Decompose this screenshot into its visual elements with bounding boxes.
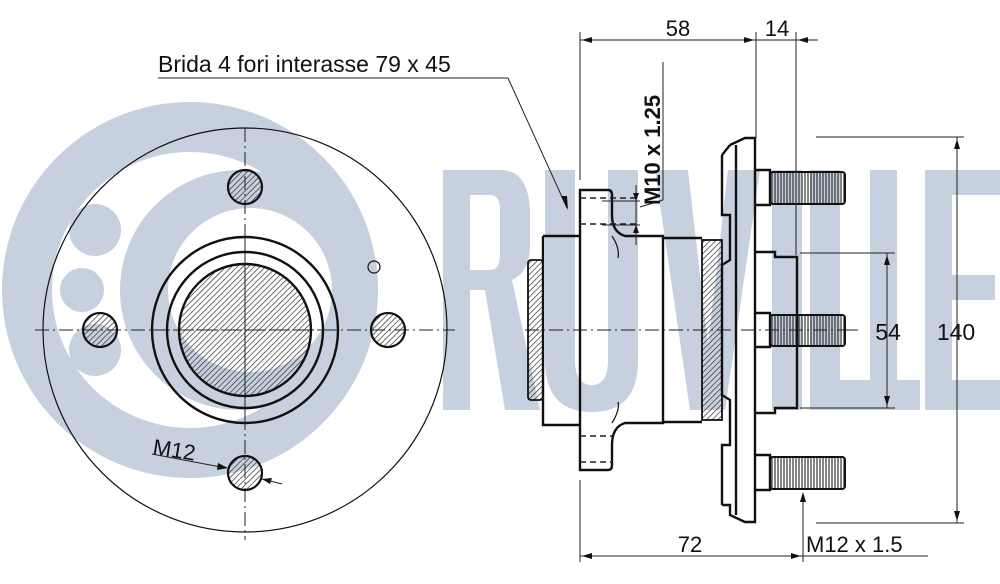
front-seal	[701, 239, 723, 421]
flange-note: Brida 4 fori interasse 79 x 45	[158, 51, 568, 210]
rear-seal	[527, 259, 544, 401]
dim-58: 58	[666, 16, 690, 41]
stud-thread-label: M12 x 1.5	[806, 532, 903, 557]
ruville-watermark	[2, 102, 1000, 478]
bolt-hole-top	[226, 168, 264, 206]
wheel-stud-middle	[755, 311, 846, 349]
dim-140: 140	[937, 319, 975, 345]
flange-outline	[42, 127, 448, 533]
flange-note-text: Brida 4 fori interasse 79 x 45	[158, 51, 451, 77]
bolt-hole-right	[369, 311, 407, 349]
side-view: M10 x 1.25	[525, 62, 860, 524]
dim-54: 54	[875, 319, 901, 345]
ruville-logo-icon	[2, 102, 378, 478]
dim-14: 14	[765, 16, 789, 41]
wheel-stud-top	[755, 168, 846, 207]
wheel-stud-bottom	[755, 453, 846, 492]
front-view: M12	[35, 127, 455, 540]
flange-thread-label: M10 x 1.25	[640, 95, 665, 205]
bolt-hole-left	[81, 311, 119, 349]
dimension-lines: 58 14 72 M12 x 1.5 54 140	[579, 16, 975, 562]
bolt-hole-bottom	[226, 454, 264, 492]
watermark-letters	[443, 170, 1000, 412]
sensor-hole	[367, 260, 381, 274]
dim-72: 72	[678, 532, 702, 557]
